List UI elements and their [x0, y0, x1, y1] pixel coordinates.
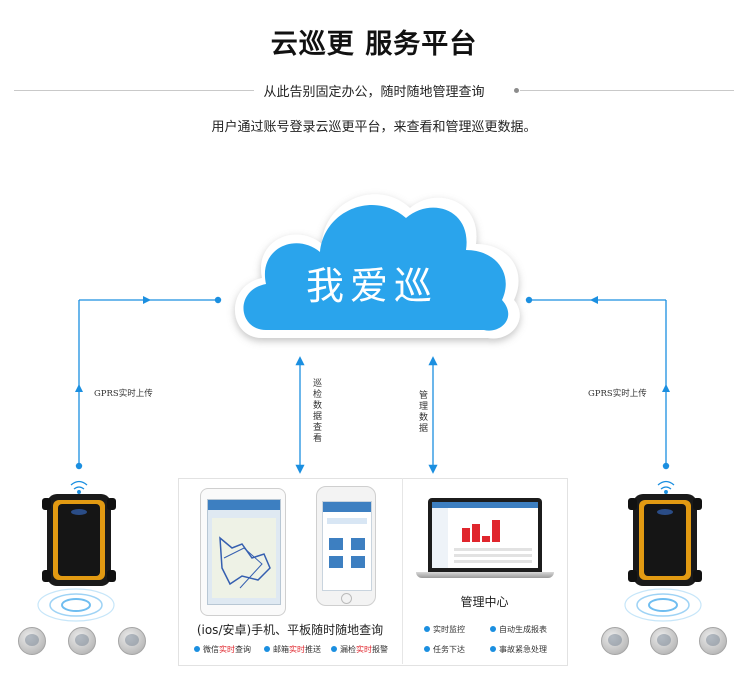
left-gprs-label: GPRS实时上传 — [94, 389, 153, 399]
phone-device — [316, 486, 376, 606]
feature-realtime-monitor: 实时监控 — [424, 624, 465, 635]
cloud-label: 我爱巡 — [305, 264, 438, 308]
bullet-icon — [331, 645, 337, 652]
bullet-icon — [490, 645, 496, 652]
subtitle-divider-left — [14, 90, 254, 91]
cloud-icon — [234, 194, 520, 339]
bullet-icon — [194, 645, 200, 652]
bullet-icon — [424, 645, 430, 652]
round-button-icon — [699, 627, 727, 655]
divider-dot-right — [514, 88, 519, 93]
round-button-icon — [18, 627, 46, 655]
bullet-icon — [490, 625, 496, 632]
management-caption: 管理中心 — [460, 595, 509, 609]
patrol-device-right — [628, 494, 702, 586]
right-gprs-label: GPRS实时上传 — [588, 389, 647, 399]
laptop-device — [428, 498, 542, 572]
bullet-icon — [264, 645, 270, 652]
round-button-icon — [650, 627, 678, 655]
feature-task-dispatch: 任务下达 — [424, 644, 465, 655]
feature-emergency: 事故紧急处理 — [490, 644, 547, 655]
round-button-icon — [68, 627, 96, 655]
center-right-label: 管理数据 — [417, 390, 427, 434]
subtitle: 从此告别固定办公，随时随地管理查询 — [0, 81, 748, 100]
round-button-icon — [118, 627, 146, 655]
round-button-icon — [601, 627, 629, 655]
feature-email-push: 邮箱实时推送 — [264, 644, 321, 655]
tablet-device — [200, 488, 286, 616]
panel-divider — [402, 478, 403, 664]
nfc-wave-icon — [37, 588, 702, 622]
page-title: 云巡更 服务平台 — [270, 29, 478, 60]
phone-home-button — [341, 593, 352, 604]
subtitle-divider-right — [520, 90, 734, 91]
center-left-label: 巡检数据查看 — [311, 378, 321, 444]
mobile-caption: (ios/安卓)手机、平板随时随地查询 — [196, 623, 384, 637]
bullet-icon — [424, 625, 430, 632]
phone-screen — [322, 501, 372, 591]
wifi-signal-icon — [70, 480, 675, 494]
tablet-screen — [207, 499, 281, 605]
description: 用户通过账号登录云巡更平台，来查看和管理巡更数据。 — [211, 120, 537, 135]
patrol-device-left — [42, 494, 116, 586]
feature-missed-alarm: 漏检实时报警 — [331, 644, 388, 655]
laptop-screen — [432, 502, 538, 568]
feature-auto-report: 自动生成报表 — [490, 624, 547, 635]
laptop-base — [416, 572, 554, 578]
feature-wechat-query: 微信实时查询 — [194, 644, 251, 655]
